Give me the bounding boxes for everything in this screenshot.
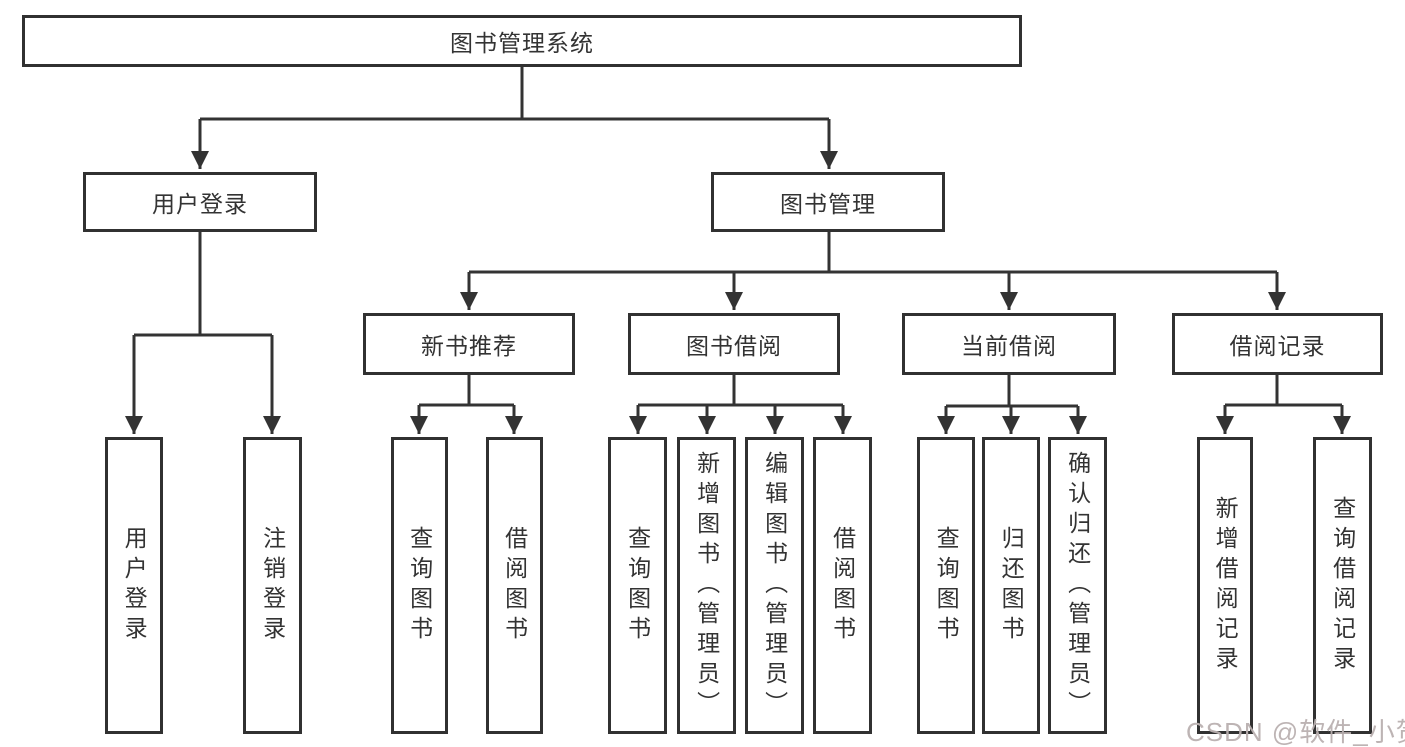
leaf-record-query-borrow-record: 查询借阅记录 [1313,437,1372,734]
leaf-newbook-borrow-books-label: 借阅图书 [501,525,528,646]
leaf-logout: 注销登录 [243,437,302,734]
leaf-borrow-borrow-books-label: 借阅图书 [829,525,856,646]
leaf-current-confirm-return-admin: 确认归还（管理员） [1048,437,1107,734]
leaf-newbook-query-books: 查询图书 [391,437,448,734]
node-new-book-recommend: 新书推荐 [363,313,575,375]
leaf-current-return-books-label: 归还图书 [998,525,1025,646]
leaf-newbook-borrow-books: 借阅图书 [486,437,543,734]
leaf-record-query-borrow-record-label: 查询借阅记录 [1329,495,1356,676]
leaf-newbook-query-books-label: 查询图书 [406,525,433,646]
leaf-borrow-add-books-admin: 新增图书（管理员） [677,437,736,734]
leaf-record-add-borrow-record-label: 新增借阅记录 [1212,495,1239,676]
leaf-borrow-borrow-books: 借阅图书 [813,437,872,734]
node-book-borrow-label: 图书借阅 [686,333,782,359]
node-book-management-label: 图书管理 [780,191,876,217]
node-user-login-label: 用户登录 [152,191,248,217]
leaf-logout-label: 注销登录 [259,525,286,646]
leaf-user-login: 用户登录 [105,437,163,734]
node-root-label: 图书管理系统 [450,30,594,56]
leaf-current-query-books: 查询图书 [917,437,975,734]
leaf-user-login-label: 用户登录 [121,525,148,646]
leaf-current-query-books-label: 查询图书 [933,525,960,646]
node-current-borrow: 当前借阅 [902,313,1116,375]
node-new-book-recommend-label: 新书推荐 [421,333,517,359]
leaf-current-confirm-return-admin-label: 确认归还（管理员） [1064,450,1091,721]
node-root-system: 图书管理系统 [22,15,1022,67]
leaf-borrow-add-books-admin-label: 新增图书（管理员） [693,450,720,721]
leaf-record-add-borrow-record: 新增借阅记录 [1197,437,1253,734]
node-user-login: 用户登录 [83,172,317,232]
leaf-borrow-query-books: 查询图书 [608,437,667,734]
node-current-borrow-label: 当前借阅 [961,333,1057,359]
leaf-borrow-edit-books-admin: 编辑图书（管理员） [745,437,804,734]
node-book-management: 图书管理 [711,172,945,232]
node-borrow-records: 借阅记录 [1172,313,1383,375]
leaf-borrow-edit-books-admin-label: 编辑图书（管理员） [761,450,788,721]
node-borrow-records-label: 借阅记录 [1229,333,1326,359]
csdn-watermark: CSDN @软件_小贺同学 [1186,717,1405,747]
leaf-current-return-books: 归还图书 [982,437,1040,734]
node-book-borrow: 图书借阅 [628,313,840,375]
leaf-borrow-query-books-label: 查询图书 [624,525,651,646]
